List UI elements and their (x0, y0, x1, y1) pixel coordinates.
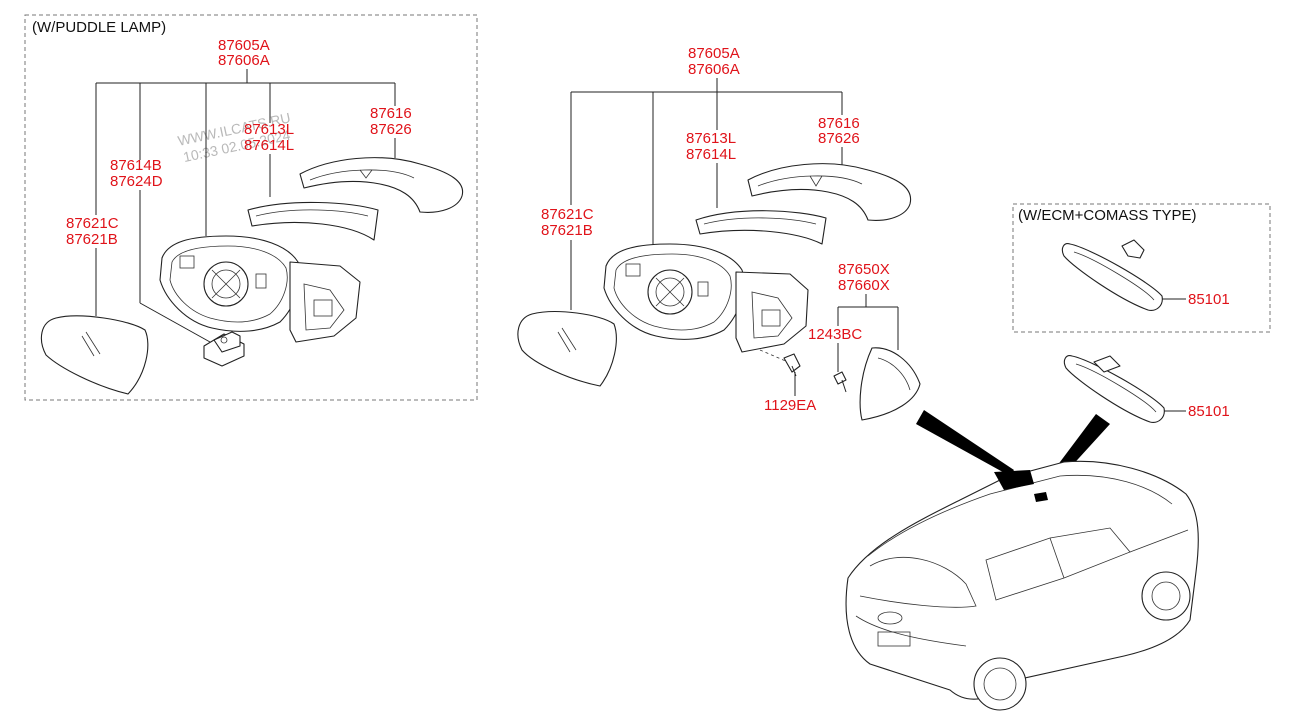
ecm-caption: (W/ECM+COMASS TYPE) (1018, 207, 1197, 224)
label-mid-clip[interactable]: 1243BC (808, 326, 862, 343)
label-mid-screw[interactable]: 1129EA (764, 397, 816, 414)
left-mirror-housing (159, 235, 361, 343)
mid-mirror-housing (603, 243, 809, 353)
label-lamp-2[interactable]: 87624D (110, 173, 163, 190)
label-repeater-1[interactable]: 87613L (244, 121, 294, 138)
screw-part (783, 353, 801, 377)
mid-mirror-cover (747, 163, 912, 221)
mid-mirror-glass (517, 311, 617, 387)
standard-inside-mirror (1063, 355, 1165, 423)
ecm-inside-mirror (1061, 239, 1163, 311)
left-mirror-cover (299, 157, 464, 213)
label-assy-1[interactable]: 87605A (218, 37, 270, 54)
label-repeater-2[interactable]: 87614L (244, 137, 294, 154)
label-lamp-1[interactable]: 87614B (110, 157, 162, 174)
label-mid-garnish-1[interactable]: 87650X (838, 261, 890, 278)
garnish-part (859, 347, 921, 421)
label-mid-glass-2[interactable]: 87621B (541, 222, 593, 239)
puddle-lamp-caption: (W/PUDDLE LAMP) (32, 19, 166, 36)
label-cover-1[interactable]: 87616 (370, 105, 412, 122)
ecm-group-box (1012, 203, 1271, 333)
puddle-lamp-group-box (24, 14, 478, 401)
label-mid-garnish-2[interactable]: 87660X (838, 277, 890, 294)
mid-repeater-lamp (695, 210, 827, 245)
label-ecm-mirror[interactable]: 85101 (1188, 291, 1230, 308)
left-leader-lines (95, 69, 396, 343)
label-glass-2[interactable]: 87621B (66, 231, 118, 248)
label-mid-repeater-1[interactable]: 87613L (686, 130, 736, 147)
vehicle-illustration (845, 460, 1199, 711)
label-mid-cover-2[interactable]: 87626 (818, 130, 860, 147)
label-glass-1[interactable]: 87621C (66, 215, 119, 232)
label-inside-mirror[interactable]: 85101 (1188, 403, 1230, 420)
label-assy-2[interactable]: 87606A (218, 52, 270, 69)
left-mirror-glass (40, 315, 149, 395)
label-cover-2[interactable]: 87626 (370, 121, 412, 138)
label-mid-glass-1[interactable]: 87621C (541, 206, 594, 223)
clip-part (833, 371, 847, 393)
label-mid-assy-2[interactable]: 87606A (688, 61, 740, 78)
middle-leader-lines (570, 78, 899, 396)
label-mid-repeater-2[interactable]: 87614L (686, 146, 736, 163)
left-puddle-lamp (203, 331, 245, 367)
label-mid-assy-1[interactable]: 87605A (688, 45, 740, 62)
label-mid-cover-1[interactable]: 87616 (818, 115, 860, 132)
left-repeater-lamp (247, 201, 379, 241)
